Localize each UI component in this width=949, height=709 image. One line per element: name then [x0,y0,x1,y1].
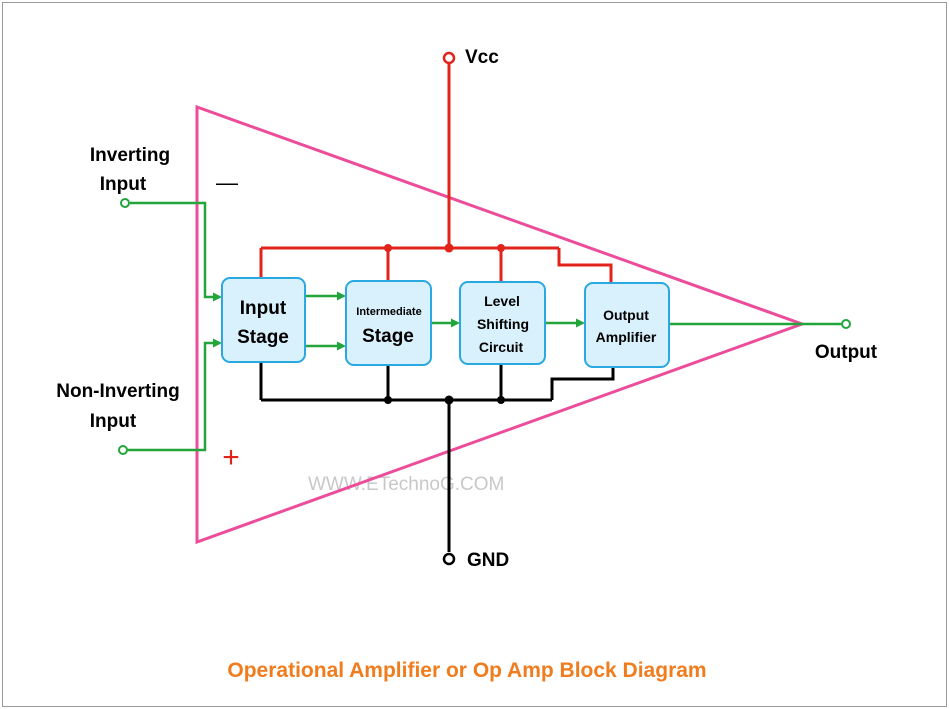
vcc-terminal [442,51,456,65]
noninverting-input-terminal [118,445,128,455]
signal-arrowheads [213,291,585,351]
inverting-minus-sign: — [216,170,238,195]
noninverting-input-label-line2: Input [90,411,137,432]
output-amplifier-block: Output Amplifier [584,282,670,368]
intermediate-stage-label-line1: Intermediate [356,306,421,318]
vcc-label: Vcc [465,47,499,68]
intermediate-stage-label-line2: Stage [362,326,414,347]
diagram-caption: Operational Amplifier or Op Amp Block Di… [227,659,706,682]
input-stage-block: Input Stage [221,277,306,363]
noninverting-input-label-line1: Non-Inverting [56,381,180,402]
output-terminal [841,319,851,329]
noninverting-plus-sign: + [222,441,240,474]
gnd-label: GND [467,550,509,571]
level-shifting-label-line2: Shifting [477,316,529,332]
output-label: Output [815,342,878,363]
level-shifting-block: Level Shifting Circuit [459,281,546,365]
vcc-wiring [259,64,613,283]
vcc-junctions [384,243,505,253]
signal-wiring [128,201,841,452]
inverting-input-label-line1: Inverting [90,145,170,166]
intermediate-stage-block: Intermediate Stage [345,280,432,366]
gnd-junctions [384,395,505,405]
output-amplifier-label-line2: Amplifier [596,329,657,345]
level-shifting-label-line1: Level [484,293,520,309]
level-shifting-label-line3: Circuit [479,339,524,355]
input-stage-label-line1: Input [240,298,287,319]
op-amp-triangle [195,104,807,545]
inverting-input-label-line2: Input [100,174,147,195]
watermark-text: WWW.ETechnoG.COM [308,474,504,495]
input-stage-label-line2: Stage [237,327,289,348]
output-amplifier-label-line1: Output [603,307,649,323]
gnd-terminal [442,552,456,566]
inverting-input-terminal [120,198,130,208]
